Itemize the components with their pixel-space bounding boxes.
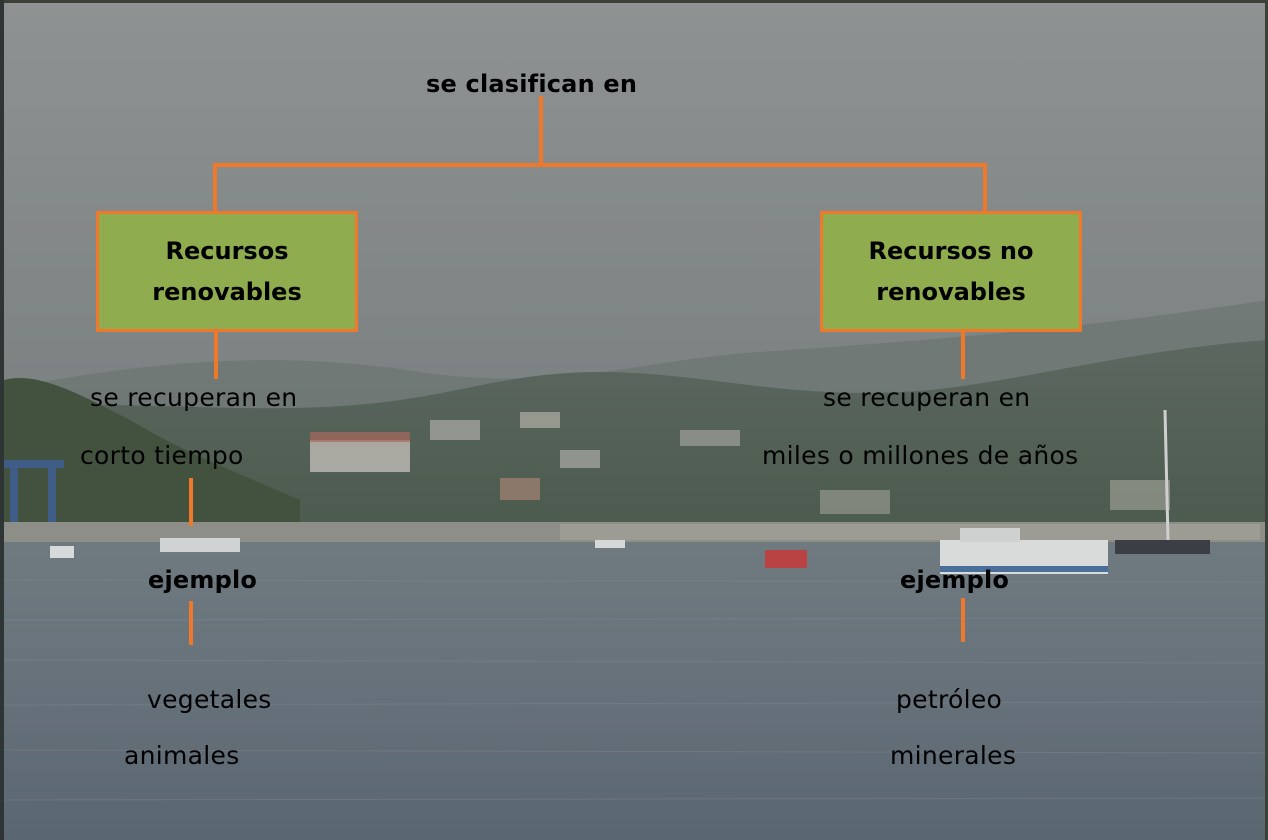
right-frame-border: [1265, 0, 1268, 840]
top-frame-border: [0, 0, 1268, 3]
renewable-example-2: animales: [124, 741, 240, 770]
non-renewable-description-line-2: miles o millones de años: [762, 441, 1079, 470]
renewable-example-label: ejemplo: [148, 566, 258, 594]
connector-left-drop: [213, 163, 217, 215]
renewable-description-line-1: se recuperan en: [90, 383, 298, 412]
non-renewable-example-label: ejemplo: [900, 566, 1010, 594]
renewable-example-1: vegetales: [147, 685, 272, 714]
connector-horizontal: [213, 163, 987, 167]
renewable-description-line-2: corto tiempo: [80, 441, 244, 470]
non-renewable-example-2: minerales: [890, 741, 1017, 770]
left-frame-border: [0, 0, 4, 840]
connector-left-example-to-items: [189, 601, 193, 645]
root-label: se clasifican en: [426, 70, 638, 98]
box-non-renewable-label: Recursos no renovables: [868, 236, 1034, 306]
connector-right-box-to-desc: [961, 332, 965, 379]
box-renewable-label: Recursos renovables: [152, 236, 302, 306]
connector-root-stem: [539, 96, 543, 163]
connector-left-box-to-desc: [214, 332, 218, 379]
non-renewable-example-1: petróleo: [896, 685, 1003, 714]
connector-right-example-to-items: [961, 598, 965, 642]
non-renewable-description-line-1: se recuperan en: [823, 383, 1031, 412]
connector-left-desc-to-example: [189, 478, 193, 526]
box-renewable: Recursos renovables: [96, 211, 358, 332]
box-non-renewable: Recursos no renovables: [820, 211, 1082, 332]
connector-right-drop: [983, 163, 987, 215]
